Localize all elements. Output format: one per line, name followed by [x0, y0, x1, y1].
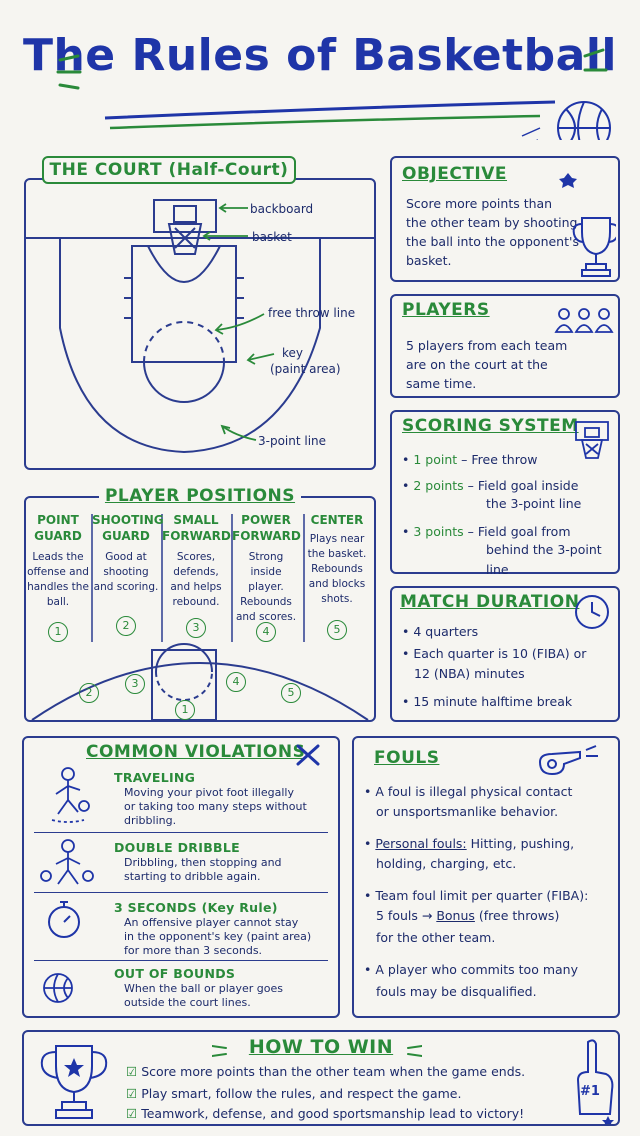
foul-bullet-2-cont: holding, charging, etc. [376, 856, 517, 871]
court-heading: THE COURT (Half-Court) [49, 160, 289, 180]
score-item-2-cont: the 3-point line [486, 496, 582, 511]
duration-item-3: • 15 minute halftime break [402, 694, 573, 709]
violation-title-double-dribble: DOUBLE DRIBBLE [114, 840, 240, 855]
label-backboard: backboard [250, 202, 314, 216]
duration-item-2-cont: 12 (NBA) minutes [414, 666, 525, 681]
stopwatch-icon [48, 901, 80, 938]
whistle-icon [538, 745, 598, 776]
foul-bullet-1-cont: or unsportsmanlike behavior. [376, 804, 559, 819]
foul-bullet-4: • A player who commits too many [364, 962, 578, 977]
double-dribble-icon [40, 839, 94, 885]
players-heading: PLAYERS [402, 300, 490, 320]
trophy-icon [559, 173, 616, 277]
positions-grid [31, 514, 369, 721]
win-heading-decoration [212, 1045, 422, 1057]
violation-title-3-seconds: 3 SECONDS (Key Rule) [114, 900, 278, 915]
objective-heading: OBJECTIVE [402, 164, 508, 184]
violations-heading: COMMON VIOLATIONS [86, 742, 306, 762]
label-key: key [282, 346, 304, 360]
scoring-panel: SCORING SYSTEM • 1 point – Free throw • … [390, 410, 620, 577]
win-item-3: ☑ Teamwork, defense, and good sportsmans… [126, 1106, 525, 1121]
violations-panel: COMMON VIOLATIONS TRAVELING Moving your … [22, 736, 340, 1018]
win-panel: HOW TO WIN ☑ Score more points than the … [22, 1030, 620, 1126]
diagram-num-2: 2 [79, 683, 99, 703]
court-diagram [24, 199, 376, 454]
score-item-1: • 1 point – Free throw [402, 452, 538, 467]
foul-bullet-3-cont2: for the other team. [376, 930, 496, 945]
label-three-point: 3-point line [258, 434, 327, 448]
win-trophy-icon [40, 1045, 108, 1119]
win-heading: HOW TO WIN [248, 1036, 394, 1058]
duration-item-1: • 4 quarters [402, 624, 479, 639]
hoop-icon [575, 421, 609, 459]
foul-bullet-1: • A foul is illegal physical contact [364, 784, 573, 799]
foul-bullet-3-cont: 5 fouls → Bonus (free throws) [376, 908, 560, 923]
win-item-1: ☑ Score more points than the other team … [126, 1064, 526, 1079]
x-mark-icon [296, 744, 320, 766]
duration-panel: MATCH DURATION • 4 quarters • Each quart… [390, 586, 620, 722]
scoring-heading: SCORING SYSTEM [402, 416, 579, 436]
basketball-icon [557, 101, 611, 140]
title-decoration [56, 48, 611, 140]
foul-bullet-3: • Team foul limit per quarter (FIBA): [364, 888, 589, 903]
page-title: The Rules of Basketball [22, 30, 618, 81]
score-item-3-cont: behind the 3-point line [486, 542, 602, 577]
people-icon [554, 308, 614, 333]
foam-finger-label: #1 [580, 1084, 600, 1099]
traveling-icon [51, 767, 90, 823]
clock-icon [575, 595, 609, 629]
diagram-num-5: 5 [281, 683, 301, 703]
fouls-heading: FOULS [374, 748, 440, 768]
foul-bullet-2: • Personal fouls: Hitting, pushing, [364, 836, 575, 851]
fouls-panel: FOULS • A foul is illegal physical conta… [352, 736, 620, 1018]
score-item-2: • 2 points – Field goal inside [402, 478, 579, 493]
label-key-sub: (paint area) [270, 362, 341, 376]
foam-finger-icon [576, 1039, 614, 1124]
violation-title-traveling: TRAVELING [114, 770, 196, 785]
duration-heading: MATCH DURATION [400, 592, 580, 612]
diagram-num-3: 3 [125, 674, 145, 694]
positions-heading: PLAYER POSITIONS [24, 486, 376, 506]
label-free-throw: free throw line [268, 306, 356, 320]
duration-item-2: • Each quarter is 10 (FIBA) or [402, 646, 587, 661]
win-item-2: ☑ Play smart, follow the rules, and resp… [126, 1086, 462, 1101]
ball-out-icon [43, 973, 73, 1003]
foul-bullet-4-cont: fouls may be disqualified. [376, 984, 537, 999]
label-basket: basket [252, 230, 292, 244]
diagram-num-4: 4 [226, 672, 246, 692]
diagram-num-1: 1 [175, 700, 195, 720]
violation-title-out-of-bounds: OUT OF BOUNDS [114, 966, 236, 981]
score-item-3: • 3 points – Field goal from [402, 524, 571, 539]
court-heading-box: THE COURT (Half-Court) [42, 156, 296, 184]
